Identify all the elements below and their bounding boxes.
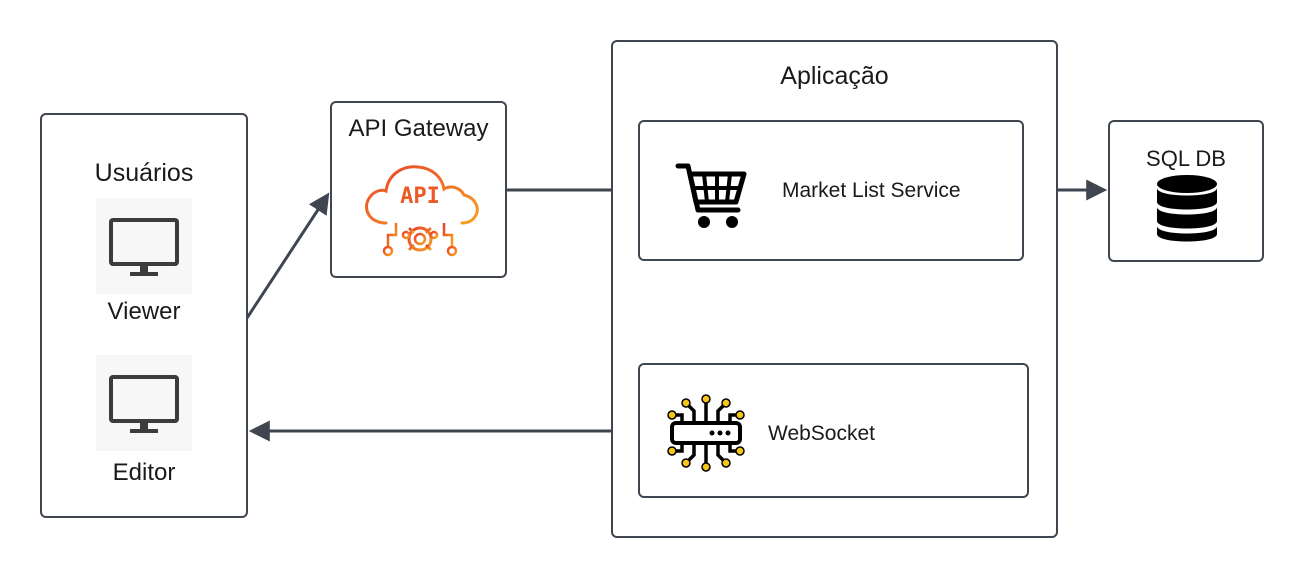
api-text: API	[400, 184, 440, 209]
shopping-cart-icon	[674, 158, 750, 234]
monitor-icon	[96, 355, 192, 451]
sql-db-label: SQL DB	[1146, 146, 1226, 171]
api-gateway-node: API Gateway API	[330, 101, 507, 278]
websocket-chip-icon	[666, 393, 746, 473]
editor-label: Editor	[112, 459, 176, 486]
websocket-label: WebSocket	[768, 422, 875, 445]
application-title: Aplicação	[780, 62, 889, 90]
users-node: Usuários Viewer Editor	[40, 113, 248, 518]
edge-users-gateway	[245, 192, 330, 319]
monitor-icon	[96, 198, 192, 294]
api-gateway-title: API Gateway	[348, 115, 489, 142]
api-cloud-icon: API	[356, 155, 484, 265]
users-title: Usuários	[94, 159, 194, 187]
sql-db-node: SQL DB	[1108, 120, 1264, 262]
database-icon	[1154, 174, 1220, 244]
viewer-label: Viewer	[107, 298, 181, 325]
market-list-service-node: Market List Service	[638, 120, 1024, 261]
websocket-node: WebSocket	[638, 363, 1029, 498]
market-list-service-label: Market List Service	[782, 179, 961, 202]
